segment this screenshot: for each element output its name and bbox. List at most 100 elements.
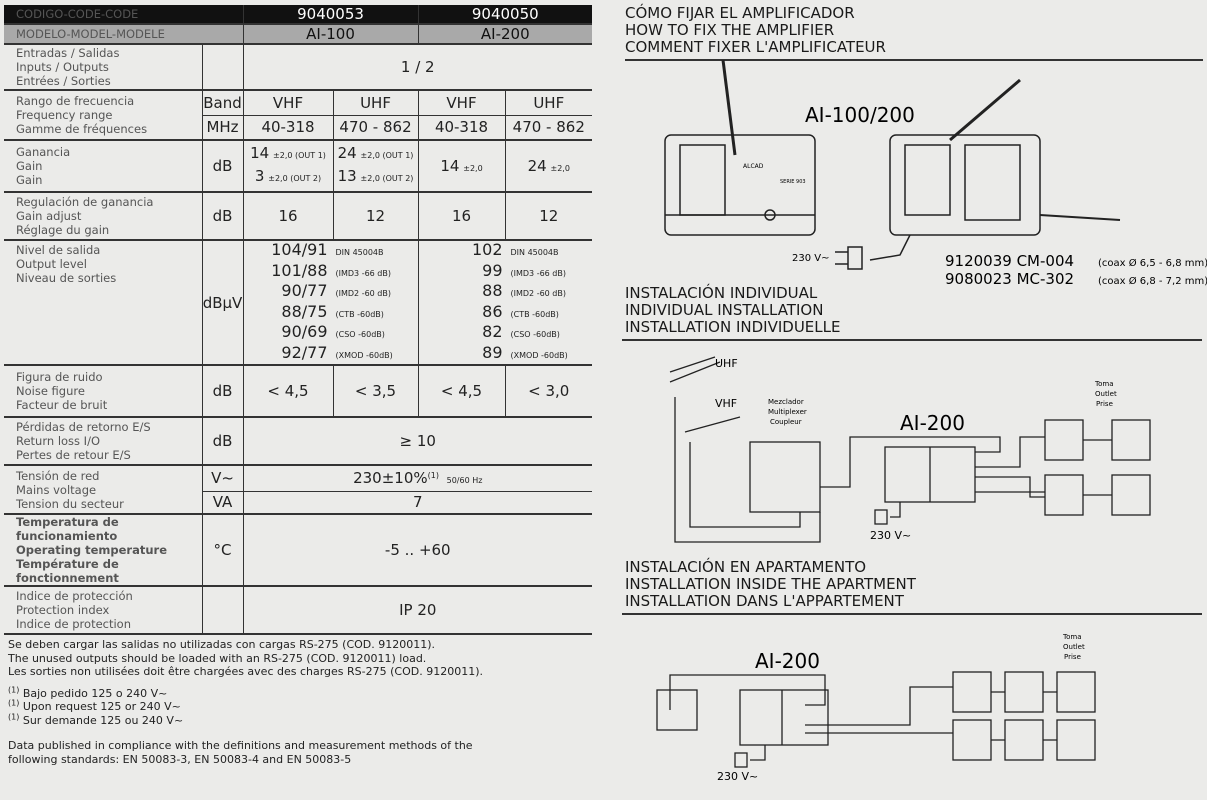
divider bbox=[622, 339, 1202, 341]
output-level-line: 82(CSO -60dB) bbox=[441, 323, 593, 344]
outlet-label: Prise bbox=[1096, 400, 1113, 408]
band-cell: VHF bbox=[417, 90, 506, 116]
range-cell: 470 - 862 bbox=[332, 115, 419, 141]
output-level-value: 89 bbox=[482, 342, 503, 362]
apartment-model-label: AI-200 bbox=[755, 649, 820, 673]
output-level-line: 101/88(IMD3 -66 dB) bbox=[266, 260, 418, 283]
brand-label: ALCAD bbox=[743, 163, 764, 170]
range-cell: 40-318 bbox=[242, 115, 334, 141]
output-level-value: 104/91 bbox=[271, 240, 328, 259]
noise-cell: < 4,5 bbox=[242, 365, 334, 418]
model-ai200: AI-200 bbox=[417, 24, 593, 45]
output-level-line: 92/77(XMOD -60dB) bbox=[266, 343, 418, 365]
power-unit: VA bbox=[201, 491, 244, 515]
code-label: CODIGO-CODE-CODE bbox=[4, 5, 244, 25]
output-level-value: 86 bbox=[482, 301, 503, 321]
model-label: MODELO-MODEL-MODELE bbox=[4, 24, 244, 45]
amplifier-box bbox=[739, 689, 829, 746]
return-loss-unit: dB bbox=[201, 417, 244, 466]
output-level-line: 88/75(CTB -60dB) bbox=[266, 301, 418, 324]
protection-unit-empty bbox=[201, 586, 244, 635]
protection-value: IP 20 bbox=[242, 586, 593, 635]
outlet-label: Outlet bbox=[1063, 643, 1085, 651]
inputs-value: 1 / 2 bbox=[242, 44, 593, 91]
mhz-row: MHz 40-318 470 - 862 40-318 470 - 862 bbox=[4, 115, 593, 141]
notes: Se deben cargar las salidas no utilizada… bbox=[8, 638, 483, 774]
mixer-label: Coupleur bbox=[770, 418, 802, 426]
mains-unit: V~ bbox=[201, 465, 244, 492]
noise-cell: < 3,0 bbox=[504, 365, 593, 418]
individual-diagram: UHF VHF Mezclador Multiplexer Coupleur A… bbox=[669, 356, 1151, 543]
vhf-label: VHF bbox=[715, 397, 737, 410]
gain-adjust-cell: 16 bbox=[242, 192, 334, 241]
output-level-condition: (CSO -60dB) bbox=[335, 330, 385, 339]
footnotes: (1) Bajo pedido 125 o 240 V~ (1) Upon re… bbox=[8, 684, 184, 727]
mixer-label: Mezclador bbox=[768, 398, 804, 406]
output-level-value: 88/75 bbox=[281, 301, 328, 321]
plug-icon bbox=[835, 246, 863, 270]
output-level-line: 99(IMD3 -66 dB) bbox=[441, 261, 593, 283]
output-level-condition: DIN 45004B bbox=[335, 248, 384, 257]
output-level-line: 90/69(CSO -60dB) bbox=[266, 323, 418, 344]
individual-voltage: 230 V~ bbox=[870, 529, 911, 542]
output-level-condition: (CTB -60dB) bbox=[510, 309, 559, 319]
output-level-unit: dBµV bbox=[201, 240, 244, 366]
range-cell: 470 - 862 bbox=[504, 115, 593, 141]
series-label: SERIE 903 bbox=[780, 179, 806, 185]
gain-adjust-cell: 12 bbox=[332, 192, 419, 241]
output-level-value: 90/77 bbox=[281, 281, 328, 300]
output-level-value: 88 bbox=[482, 281, 503, 300]
outlet-label: Outlet bbox=[1095, 390, 1117, 398]
output-level-ai100: 104/91 DIN 45004B 101/88(IMD3 -66 dB)90/77… bbox=[242, 240, 419, 366]
model-row: MODELO-MODEL-MODELE AI-100 AI-200 bbox=[4, 24, 593, 45]
fixing-voltage: 230 V~ bbox=[792, 253, 830, 264]
model-ai100: AI-100 bbox=[242, 24, 419, 45]
output-level-line: 86 (CTB -60dB) bbox=[441, 301, 593, 324]
code-ai200: 9040050 bbox=[417, 5, 593, 25]
gain-adjust-unit: dB bbox=[201, 192, 244, 241]
output-level-condition: (IMD3 -66 dB) bbox=[510, 268, 566, 278]
output-level-value: 102 bbox=[471, 240, 503, 259]
return-loss-value: ≥ 10 bbox=[242, 417, 593, 466]
noise-cell: < 3,5 bbox=[332, 365, 419, 418]
band-cell: UHF bbox=[332, 90, 419, 116]
standards-note: Data published in compliance with the de… bbox=[8, 739, 473, 766]
gain-ai100-uhf: 24 ±2,0 (OUT 1)13 ±2,0 (OUT 2) bbox=[332, 140, 419, 193]
noise-cell: < 4,5 bbox=[417, 365, 506, 418]
mains-value: 230±10%(1) 50/60 Hz bbox=[242, 465, 593, 492]
gain-adjust-cell: 12 bbox=[504, 192, 593, 241]
fixing-model-label: AI-100/200 bbox=[805, 103, 915, 127]
output-level-condition: (IMD2 -60 dB) bbox=[335, 289, 391, 298]
outlet-label: Prise bbox=[1064, 653, 1081, 661]
output-level-value: 101/88 bbox=[271, 260, 328, 280]
band-cell: UHF bbox=[504, 90, 593, 116]
output-level-line: 90/77 (IMD2 -60 dB) bbox=[266, 282, 418, 303]
gain-unit: dB bbox=[201, 140, 244, 193]
gain-adjust-cell: 16 bbox=[417, 192, 506, 241]
inputs-unit-empty bbox=[201, 44, 244, 91]
mixer-box bbox=[749, 441, 821, 513]
output-level-condition: (XMOD -60dB) bbox=[335, 350, 393, 360]
unused-outputs-note: Se deben cargar las salidas no utilizada… bbox=[8, 638, 483, 678]
output-level-condition: (CSO -60dB) bbox=[510, 330, 560, 339]
divider bbox=[625, 59, 1203, 61]
connector-2-spec: (coax Ø 6,8 - 7,2 mm) bbox=[1098, 275, 1207, 287]
individual-model-label: AI-200 bbox=[900, 411, 965, 435]
spec-table: CODIGO-CODE-CODE 9040053 9040050 MODELO-… bbox=[4, 5, 593, 635]
